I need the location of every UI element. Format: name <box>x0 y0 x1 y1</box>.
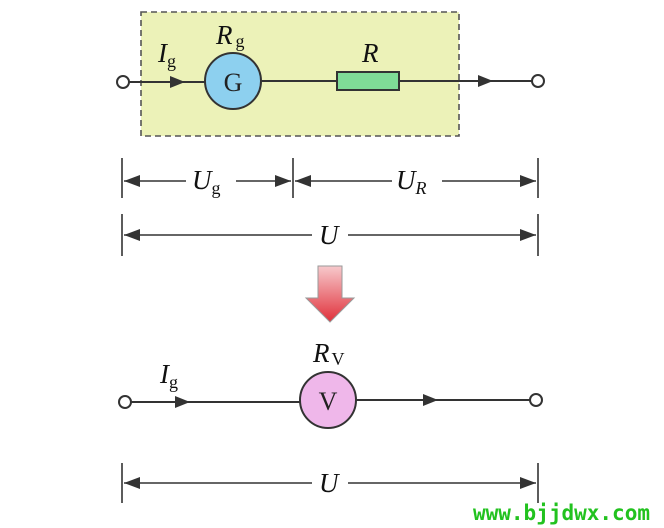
current-label-bottom: Ig <box>159 359 178 392</box>
u-bottom-arrow-right <box>520 477 536 489</box>
current-arrow-top <box>170 76 185 88</box>
voltmeter-symbol: V <box>319 387 338 416</box>
u-total-label-top: U <box>319 220 340 250</box>
left-terminal-top <box>116 75 130 89</box>
ug-label: Ug <box>192 165 221 198</box>
right-terminal-bottom <box>529 393 543 407</box>
ur-arrow-left <box>295 175 311 187</box>
u-total-arrow-left <box>124 229 140 241</box>
conversion-arrow <box>304 265 356 323</box>
current-label-top: Ig <box>157 38 176 71</box>
watermark: www.bjjdwx.com <box>473 501 650 525</box>
right-terminal-top <box>531 74 545 88</box>
u-total-label-bottom: U <box>319 468 340 498</box>
current-arrow-top-right <box>478 75 493 87</box>
resistor-label: R <box>361 38 379 68</box>
dashed-enclosure <box>140 11 460 137</box>
galvanometer-symbol: G <box>224 68 243 97</box>
ur-label: UR <box>396 165 427 198</box>
resistor <box>336 71 400 91</box>
current-arrow-bottom-right <box>423 394 438 406</box>
ug-arrow-left <box>124 175 140 187</box>
current-arrow-bottom <box>175 396 190 408</box>
left-terminal-bottom <box>118 395 132 409</box>
ur-arrow-right <box>520 175 536 187</box>
u-bottom-arrow-left <box>124 477 140 489</box>
u-total-arrow-right <box>520 229 536 241</box>
ug-arrow-right <box>275 175 291 187</box>
